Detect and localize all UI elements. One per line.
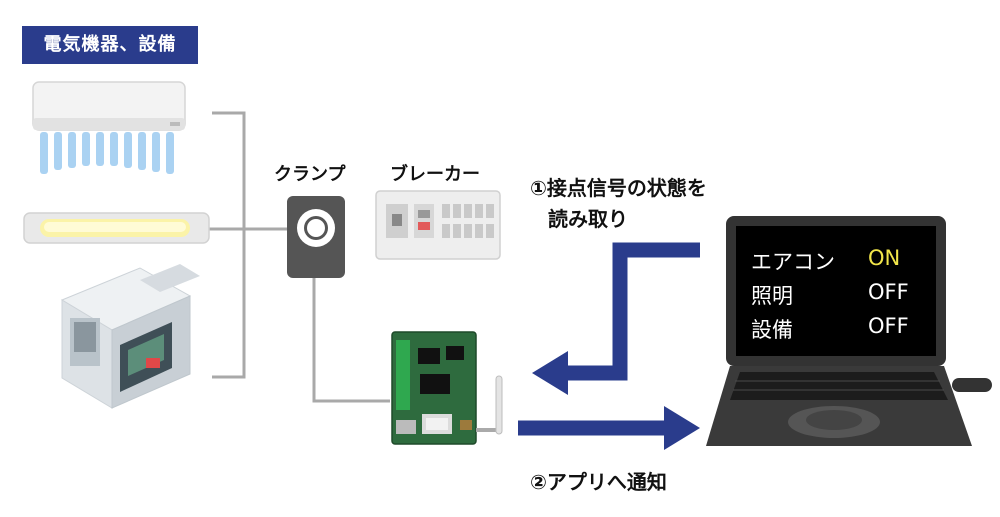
ceiling-light-icon bbox=[23, 212, 210, 244]
step1-line1: ①接点信号の状態を bbox=[530, 176, 707, 200]
breaker-label: ブレーカー bbox=[390, 164, 480, 185]
breaker-panel-icon bbox=[375, 190, 501, 260]
notify-arrow bbox=[518, 406, 700, 450]
step1-line2: 読み取り bbox=[548, 207, 628, 231]
equipment-header-badge: 電気機器、設備 bbox=[22, 26, 198, 64]
screen-row-name: 設備 bbox=[751, 318, 793, 342]
air-conditioner-icon bbox=[32, 81, 186, 174]
read-arrow bbox=[532, 242, 700, 395]
machine-tool-icon bbox=[60, 264, 200, 409]
clamp-label: クランプ bbox=[274, 164, 346, 185]
circuit-board-icon bbox=[391, 331, 503, 445]
screen-row-status: OFF bbox=[868, 314, 909, 338]
laptop-icon bbox=[706, 216, 992, 446]
screen-row-status: OFF bbox=[868, 280, 909, 304]
clamp-sensor-icon bbox=[287, 196, 345, 278]
screen-row-name: エアコン bbox=[751, 250, 835, 274]
screen-row-status: ON bbox=[868, 246, 901, 270]
step2-note: ②アプリへ通知 bbox=[530, 470, 667, 494]
screen-row-name: 照明 bbox=[751, 284, 793, 308]
